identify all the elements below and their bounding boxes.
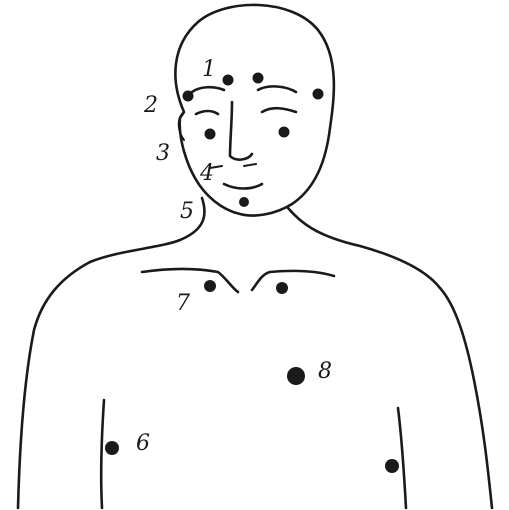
point-eye-right xyxy=(279,127,290,138)
right-eye xyxy=(262,108,296,112)
label-7: 7 xyxy=(176,291,190,316)
point-6-right xyxy=(385,459,399,473)
label-1: 1 xyxy=(202,57,216,82)
right-collarbone xyxy=(252,271,334,290)
left-inner-arm xyxy=(101,400,104,508)
point-7-left xyxy=(204,280,216,292)
label-6: 6 xyxy=(136,431,150,456)
neck-right xyxy=(288,208,440,288)
label-5: 5 xyxy=(180,199,194,224)
point-4 xyxy=(239,197,249,207)
label-8: 8 xyxy=(318,359,332,384)
right-inner-arm xyxy=(398,408,406,508)
point-eye-left xyxy=(205,129,216,140)
point-6-left xyxy=(105,441,119,455)
point-labels: 1 2 3 4 5 7 8 6 xyxy=(136,57,332,456)
right-shoulder xyxy=(440,288,492,508)
points xyxy=(105,73,399,474)
left-eyebrow xyxy=(192,87,224,92)
point-8 xyxy=(287,367,305,385)
right-eyebrow xyxy=(258,86,296,92)
nose-right xyxy=(244,164,256,166)
point-2-right xyxy=(313,89,324,100)
point-7-right xyxy=(276,282,288,294)
point-1-left xyxy=(223,75,234,86)
left-collarbone xyxy=(142,269,238,292)
point-2-left xyxy=(183,91,194,102)
mouth xyxy=(224,184,262,189)
left-eye xyxy=(196,111,218,114)
label-2: 2 xyxy=(143,93,158,118)
label-3: 3 xyxy=(156,141,170,166)
nose xyxy=(230,102,252,160)
label-4: 4 xyxy=(199,161,214,186)
left-shoulder xyxy=(18,262,90,508)
point-1-right xyxy=(253,73,264,84)
